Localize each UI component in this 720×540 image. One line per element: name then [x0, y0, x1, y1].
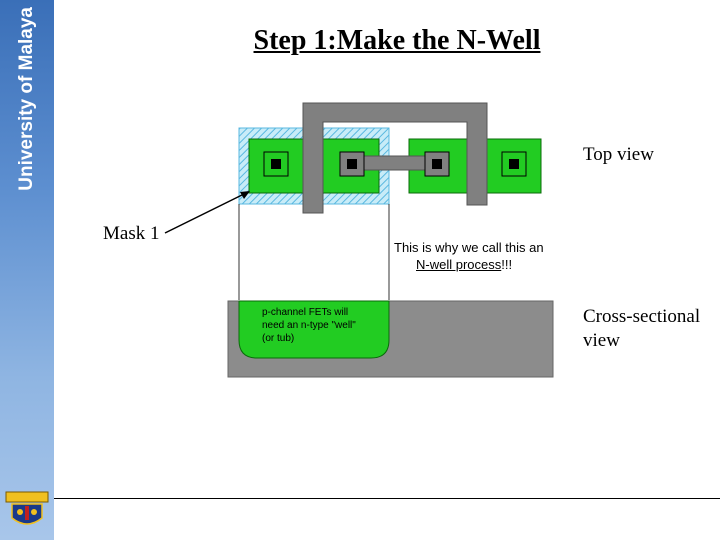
contact-1: [263, 151, 289, 177]
poly-gate: [302, 102, 488, 214]
callout-note: This is why we call this an N-well proce…: [394, 240, 544, 272]
n-well-cross-section: [238, 300, 390, 359]
contact-2: [339, 151, 365, 177]
well-note: p-channel FETs will need an n-type "well…: [262, 307, 356, 344]
contact-4: [501, 151, 527, 177]
mask-pointer-arrow: [164, 192, 247, 234]
sidebar-banner: University of Malaya: [0, 0, 54, 540]
cross-section-label: Cross-sectional view: [583, 306, 701, 351]
slide-title: Step 1:Make the N-Well: [253, 25, 541, 56]
mask-label: Mask 1: [103, 223, 160, 244]
contact-3: [424, 151, 450, 177]
footer-rule: [54, 498, 720, 499]
top-view-label: Top view: [583, 144, 654, 165]
university-crest-icon: [5, 491, 49, 525]
